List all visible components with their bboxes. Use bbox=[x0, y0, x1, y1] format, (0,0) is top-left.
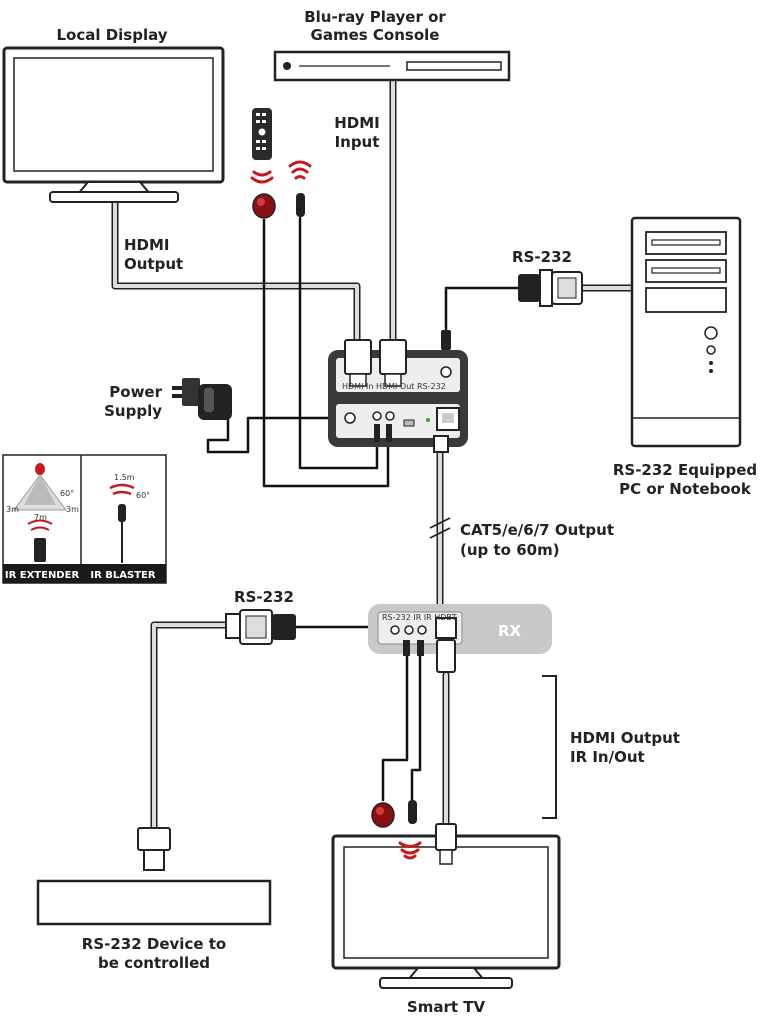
svg-text:3m: 3m bbox=[6, 505, 19, 514]
ir-blaster-icon bbox=[296, 193, 305, 217]
rs232-connector-bottom bbox=[225, 609, 296, 645]
hdmi-ir-label-line2: IR In/Out bbox=[570, 748, 645, 766]
pc-tower bbox=[630, 216, 742, 448]
hdmi-input-label-line2: Input bbox=[335, 133, 380, 151]
bracket-line bbox=[542, 675, 557, 819]
remote-control-icon bbox=[252, 108, 272, 160]
power-supply-icon bbox=[172, 378, 232, 420]
ir-inset-panel: 60° 3m 3m 7m 1.5m 60° IR EXTENDER IR BLA… bbox=[2, 454, 167, 584]
ir-signal-icon bbox=[398, 841, 422, 860]
pc-label-line2: PC or Notebook bbox=[619, 480, 752, 498]
hdmi-output-label-line1: HDMI bbox=[124, 236, 170, 254]
ir-receiver-icon bbox=[371, 802, 395, 828]
cat-output-label-line2: (up to 60m) bbox=[460, 541, 560, 559]
receiver-unit: RS-232 IR IR HDBT bbox=[368, 604, 552, 673]
smart-tv-label: Smart TV bbox=[407, 998, 486, 1016]
bluray-label-line1: Blu-ray Player or bbox=[304, 8, 446, 26]
svg-text:3m: 3m bbox=[66, 505, 79, 514]
svg-text:1.5m: 1.5m bbox=[114, 473, 135, 482]
hdmi-ir-label-line1: HDMI Output bbox=[570, 729, 680, 747]
ir-signal-icon bbox=[250, 160, 312, 184]
ir-receiver-icon bbox=[252, 193, 276, 219]
ir-extender-label: IR EXTENDER bbox=[5, 570, 80, 581]
bluray-label-line2: Games Console bbox=[311, 26, 440, 44]
bluray-player bbox=[273, 50, 511, 82]
rs232-connector-top bbox=[518, 269, 583, 307]
svg-text:RS-232 IR IR HDBT: RS-232 IR IR HDBT bbox=[382, 613, 457, 622]
rx-label: RX bbox=[498, 622, 522, 640]
rs232-device-label-line1: RS-232 Device to bbox=[82, 935, 226, 953]
local-display-label: Local Display bbox=[56, 26, 167, 44]
svg-text:7m: 7m bbox=[34, 513, 47, 522]
svg-text:HDMI In HDMI Out RS-232: HDMI In HDMI Out RS-232 bbox=[342, 382, 446, 391]
hdmi-input-label-line1: HDMI bbox=[334, 114, 380, 132]
local-display bbox=[2, 46, 225, 203]
cable-break-mark bbox=[429, 517, 451, 539]
transmitter-unit: HDMI In HDMI Out RS-232 bbox=[328, 330, 468, 453]
power-supply-label-line2: Supply bbox=[104, 402, 162, 420]
svg-text:60°: 60° bbox=[60, 489, 74, 498]
cables bbox=[111, 76, 636, 834]
rs232-device-label-line2: be controlled bbox=[98, 954, 210, 972]
ir-blaster-label: IR BLASTER bbox=[90, 570, 155, 581]
hdmi-output-label-line2: Output bbox=[124, 255, 183, 273]
rs232-top-label: RS-232 bbox=[512, 248, 572, 266]
svg-text:60°: 60° bbox=[136, 491, 150, 500]
rs232-bottom-label: RS-232 bbox=[234, 588, 294, 606]
rs232-device bbox=[36, 827, 272, 926]
smart-tv bbox=[331, 823, 561, 989]
pc-label-line1: RS-232 Equipped bbox=[613, 461, 757, 479]
ir-blaster-icon bbox=[408, 800, 417, 824]
power-supply-label-line1: Power bbox=[109, 383, 162, 401]
cat-output-label-line1: CAT5/e/6/7 Output bbox=[460, 521, 614, 539]
